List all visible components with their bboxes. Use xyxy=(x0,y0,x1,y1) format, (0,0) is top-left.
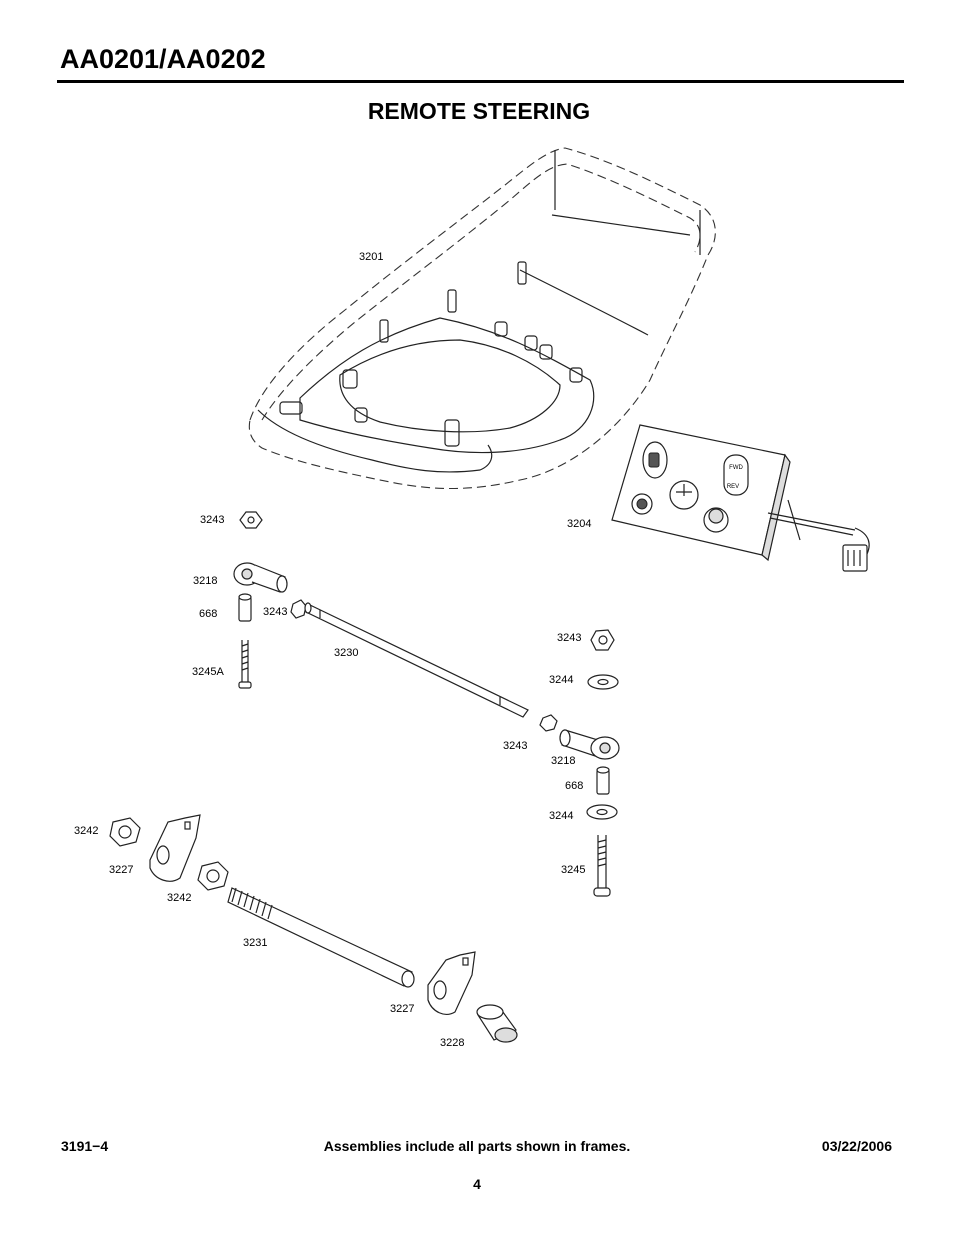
callout-3242-a: 3242 xyxy=(74,825,99,837)
callout-3228: 3228 xyxy=(440,1037,465,1049)
bushing-3228 xyxy=(476,1004,518,1043)
nut-3243-right xyxy=(590,629,615,651)
fwd-label: FWD xyxy=(729,465,743,471)
seat-shell-3201 xyxy=(248,147,716,490)
callout-3244-b: 3244 xyxy=(549,810,574,822)
callout-3243-c: 3243 xyxy=(557,632,582,644)
nut-3242-left xyxy=(109,817,141,847)
washer-3244-top xyxy=(587,674,619,690)
callout-3243-d: 3243 xyxy=(503,740,528,752)
nut-3243-small xyxy=(290,599,307,619)
nut-3243-top xyxy=(239,511,263,529)
spacer-668-right xyxy=(596,766,610,795)
title-rule xyxy=(57,80,904,83)
doc-number: 3191−4 xyxy=(61,1138,109,1154)
control-box-3204: FWD REV xyxy=(611,424,870,572)
callout-3244-a: 3244 xyxy=(549,674,574,686)
callout-3204: 3204 xyxy=(567,518,592,530)
callout-3242-b: 3242 xyxy=(167,892,192,904)
callout-668-b: 668 xyxy=(565,780,584,792)
callout-3230: 3230 xyxy=(334,647,359,659)
nut-3242-middle xyxy=(197,861,229,891)
callout-3245: 3245 xyxy=(561,864,586,876)
callout-3218-b: 3218 xyxy=(551,755,576,767)
bolt-3245A xyxy=(238,640,252,689)
callout-3218-a: 3218 xyxy=(193,575,218,587)
nut-3243-lower xyxy=(539,714,558,732)
callout-3227-a: 3227 xyxy=(109,864,134,876)
footer-note: Assemblies include all parts shown in fr… xyxy=(323,1138,631,1154)
bracket-3227-left xyxy=(149,814,201,882)
callout-3231: 3231 xyxy=(243,937,268,949)
callout-3201: 3201 xyxy=(359,251,384,263)
section-title: REMOTE STEERING xyxy=(367,98,591,124)
page-number: 4 xyxy=(473,1176,481,1192)
callout-668-a: 668 xyxy=(199,608,218,620)
axle-3231 xyxy=(227,887,415,988)
callout-3243-b: 3243 xyxy=(263,606,288,618)
rod-end-3218-right xyxy=(559,729,620,760)
rev-label: REV xyxy=(727,484,739,490)
model-title: AA0201/AA0202 xyxy=(60,44,266,74)
washer-3244-lower xyxy=(586,804,618,820)
rod-end-3218-left xyxy=(233,562,288,593)
spacer-668-left xyxy=(238,593,252,622)
callout-3243-a: 3243 xyxy=(200,514,225,526)
bolt-3245 xyxy=(593,835,611,897)
callout-3245A: 3245A xyxy=(192,666,224,678)
tie-rod-3230 xyxy=(304,602,529,718)
bracket-3227-lower xyxy=(427,951,476,1015)
footer-date: 03/22/2006 xyxy=(821,1138,892,1154)
callout-3227-b: 3227 xyxy=(390,1003,415,1015)
